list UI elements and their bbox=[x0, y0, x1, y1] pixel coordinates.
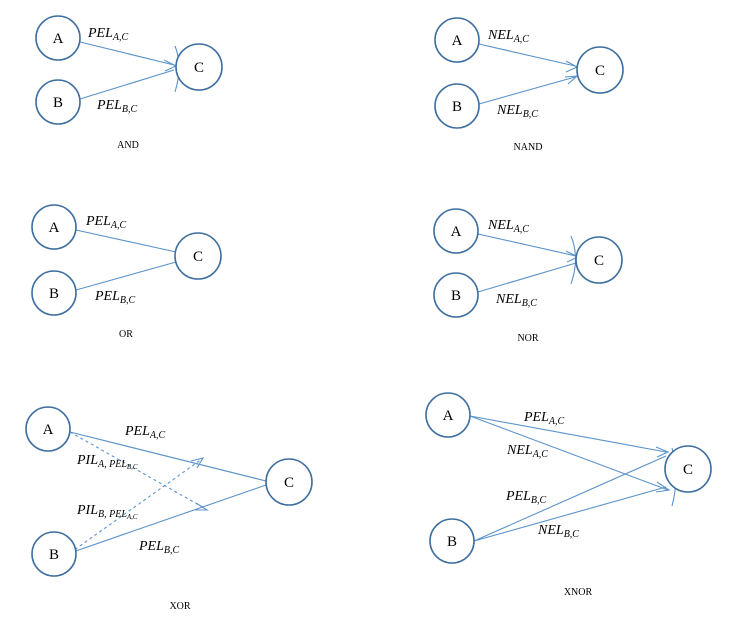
gate-and: A B C PELA,C PELB,C AND bbox=[35, 15, 223, 151]
edge-label-b-c: PELB,C bbox=[94, 289, 135, 306]
edge-b-c bbox=[75, 261, 177, 291]
node-c bbox=[174, 232, 222, 280]
node-a-label: A bbox=[43, 422, 54, 438]
arrowhead bbox=[163, 59, 178, 72]
node-a bbox=[433, 208, 479, 254]
node-c-label: C bbox=[193, 249, 203, 265]
edge-a-c bbox=[478, 43, 576, 67]
edge-a-c-nel bbox=[469, 415, 669, 491]
edge-label-a-c-nel: NELA,C bbox=[506, 443, 548, 460]
node-b-label: B bbox=[447, 534, 457, 550]
edge-a-c bbox=[69, 431, 267, 482]
edge-a-c-pel bbox=[469, 415, 667, 453]
node-a bbox=[31, 204, 77, 250]
edge-a-c bbox=[75, 229, 177, 253]
node-b bbox=[429, 518, 475, 564]
node-b-label: B bbox=[53, 95, 63, 111]
node-b bbox=[35, 79, 81, 125]
node-a bbox=[35, 15, 81, 61]
node-a-label: A bbox=[451, 224, 462, 240]
edge-b-c bbox=[79, 69, 175, 100]
edge-b-c bbox=[69, 484, 267, 554]
node-a bbox=[25, 406, 71, 452]
node-c-label: C bbox=[594, 253, 604, 269]
edge-label-pil-a: PILA, PELB,C bbox=[76, 453, 138, 471]
caption-nor: NOR bbox=[517, 333, 538, 344]
node-b-label: B bbox=[452, 99, 462, 115]
edge-label-b-c: NELB,C bbox=[495, 292, 537, 309]
edge-b-c bbox=[477, 262, 577, 293]
node-c-label: C bbox=[595, 63, 605, 79]
gate-nand: A B C NELA,C NELB,C NAND bbox=[434, 17, 624, 153]
node-b-label: B bbox=[49, 547, 59, 563]
node-c-label: C bbox=[194, 60, 204, 76]
arrowhead bbox=[655, 481, 671, 493]
caption-and: AND bbox=[117, 140, 139, 151]
caption-nand: NAND bbox=[514, 142, 543, 153]
node-b bbox=[434, 83, 480, 129]
edge-label-b-c: PELB,C bbox=[138, 539, 179, 556]
edge-label-b-c: PELB,C bbox=[96, 98, 137, 115]
edge-label-a-c: PELA,C bbox=[87, 26, 128, 43]
gate-xnor: A B C PELA,C NELA,C PELB,C NELB,C XNOR bbox=[425, 392, 712, 598]
edge-a-c bbox=[477, 233, 577, 257]
edge-label-b-c: NELB,C bbox=[496, 103, 538, 120]
caption-xnor: XNOR bbox=[564, 587, 593, 598]
node-c bbox=[175, 43, 223, 91]
node-c-label: C bbox=[683, 462, 693, 478]
node-c bbox=[664, 445, 712, 493]
node-a bbox=[434, 17, 480, 63]
node-b-label: B bbox=[49, 286, 59, 302]
arrowhead bbox=[655, 446, 670, 458]
node-a-label: A bbox=[49, 220, 60, 236]
node-c bbox=[576, 46, 624, 94]
edge-label-a-c: PELA,C bbox=[124, 424, 165, 441]
node-a-label: A bbox=[443, 408, 454, 424]
node-a-label: A bbox=[53, 31, 64, 47]
edge-a-inhibit bbox=[69, 431, 207, 510]
edge-label-pil-b: PILB, PELA,C bbox=[76, 503, 138, 521]
node-a-label: A bbox=[452, 33, 463, 49]
gate-nor: A B C NELA,C NELB,C NOR bbox=[433, 208, 623, 344]
node-c bbox=[265, 458, 313, 506]
edge-a-c bbox=[79, 41, 175, 66]
caption-xor: XOR bbox=[169, 601, 190, 612]
node-c-label: C bbox=[284, 475, 294, 491]
edge-label-a-c: NELA,C bbox=[487, 218, 529, 235]
edge-b-c-pel bbox=[473, 455, 667, 542]
edge-label-b-c-pel: PELB,C bbox=[505, 489, 546, 506]
gate-xor: A B C PELA,C PELB,C PILA, PELB,C PILB, P… bbox=[25, 406, 313, 612]
edge-label-a-c: NELA,C bbox=[487, 28, 529, 45]
edge-label-a-c-pel: PELA,C bbox=[523, 410, 564, 427]
arrowhead bbox=[565, 60, 579, 73]
arrowhead bbox=[564, 75, 579, 85]
arrowhead bbox=[190, 457, 205, 469]
node-a bbox=[425, 392, 471, 438]
node-b-label: B bbox=[451, 288, 461, 304]
node-b bbox=[31, 270, 77, 316]
arrowhead bbox=[195, 502, 209, 511]
edge-b-c-nel bbox=[473, 486, 667, 542]
edge-label-b-c-nel: NELB,C bbox=[537, 523, 579, 540]
node-c bbox=[575, 236, 623, 284]
edge-b-c bbox=[478, 76, 576, 105]
edge-label-a-c: PELA,C bbox=[85, 214, 126, 231]
node-b bbox=[31, 531, 77, 577]
caption-or: OR bbox=[119, 329, 133, 340]
gate-or: A B C PELA,C PELB,C OR bbox=[31, 204, 222, 340]
node-b bbox=[433, 272, 479, 318]
